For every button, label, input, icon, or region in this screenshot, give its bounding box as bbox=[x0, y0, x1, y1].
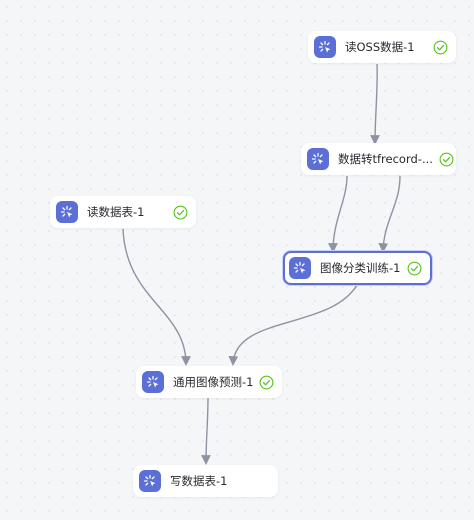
edge-train-to-predict[interactable] bbox=[228, 284, 358, 366]
edge-read-table-to-predict[interactable] bbox=[122, 228, 191, 366]
node-label: 写数据表-1 bbox=[170, 474, 228, 488]
success-check-icon bbox=[260, 375, 274, 389]
node-data-to-tfrecord[interactable]: 数据转tfrecord-... bbox=[301, 143, 456, 175]
success-check-icon bbox=[173, 205, 188, 219]
success-check-icon bbox=[407, 261, 422, 275]
node-read-table[interactable]: 读数据表-1 bbox=[50, 196, 196, 228]
node-read-oss[interactable]: 读OSS数据-1 bbox=[308, 31, 456, 63]
success-check-icon bbox=[439, 152, 454, 166]
node-label: 通用图像预测-1 bbox=[173, 375, 254, 389]
component-icon bbox=[139, 470, 161, 492]
node-label: 图像分类训练-1 bbox=[320, 261, 401, 275]
node-label: 读数据表-1 bbox=[87, 205, 145, 219]
edge-read-oss-to-tfrecord[interactable] bbox=[370, 63, 380, 145]
component-icon bbox=[307, 148, 329, 170]
node-image-classification-train[interactable]: 图像分类训练-1 bbox=[283, 251, 432, 285]
edge-tfrecord-to-train-right[interactable] bbox=[378, 175, 401, 253]
component-icon bbox=[56, 201, 78, 223]
edge-predict-to-write-table[interactable] bbox=[201, 397, 211, 465]
node-label: 读OSS数据-1 bbox=[345, 40, 415, 54]
node-label: 数据转tfrecord-... bbox=[338, 152, 433, 166]
component-icon bbox=[142, 371, 164, 393]
success-check-icon bbox=[433, 40, 448, 54]
node-write-table[interactable]: 写数据表-1 bbox=[133, 465, 278, 497]
component-icon bbox=[314, 36, 336, 58]
node-general-image-predict[interactable]: 通用图像预测-1 bbox=[136, 366, 282, 398]
edge-tfrecord-to-train-left[interactable] bbox=[328, 175, 348, 253]
component-icon bbox=[289, 257, 311, 279]
